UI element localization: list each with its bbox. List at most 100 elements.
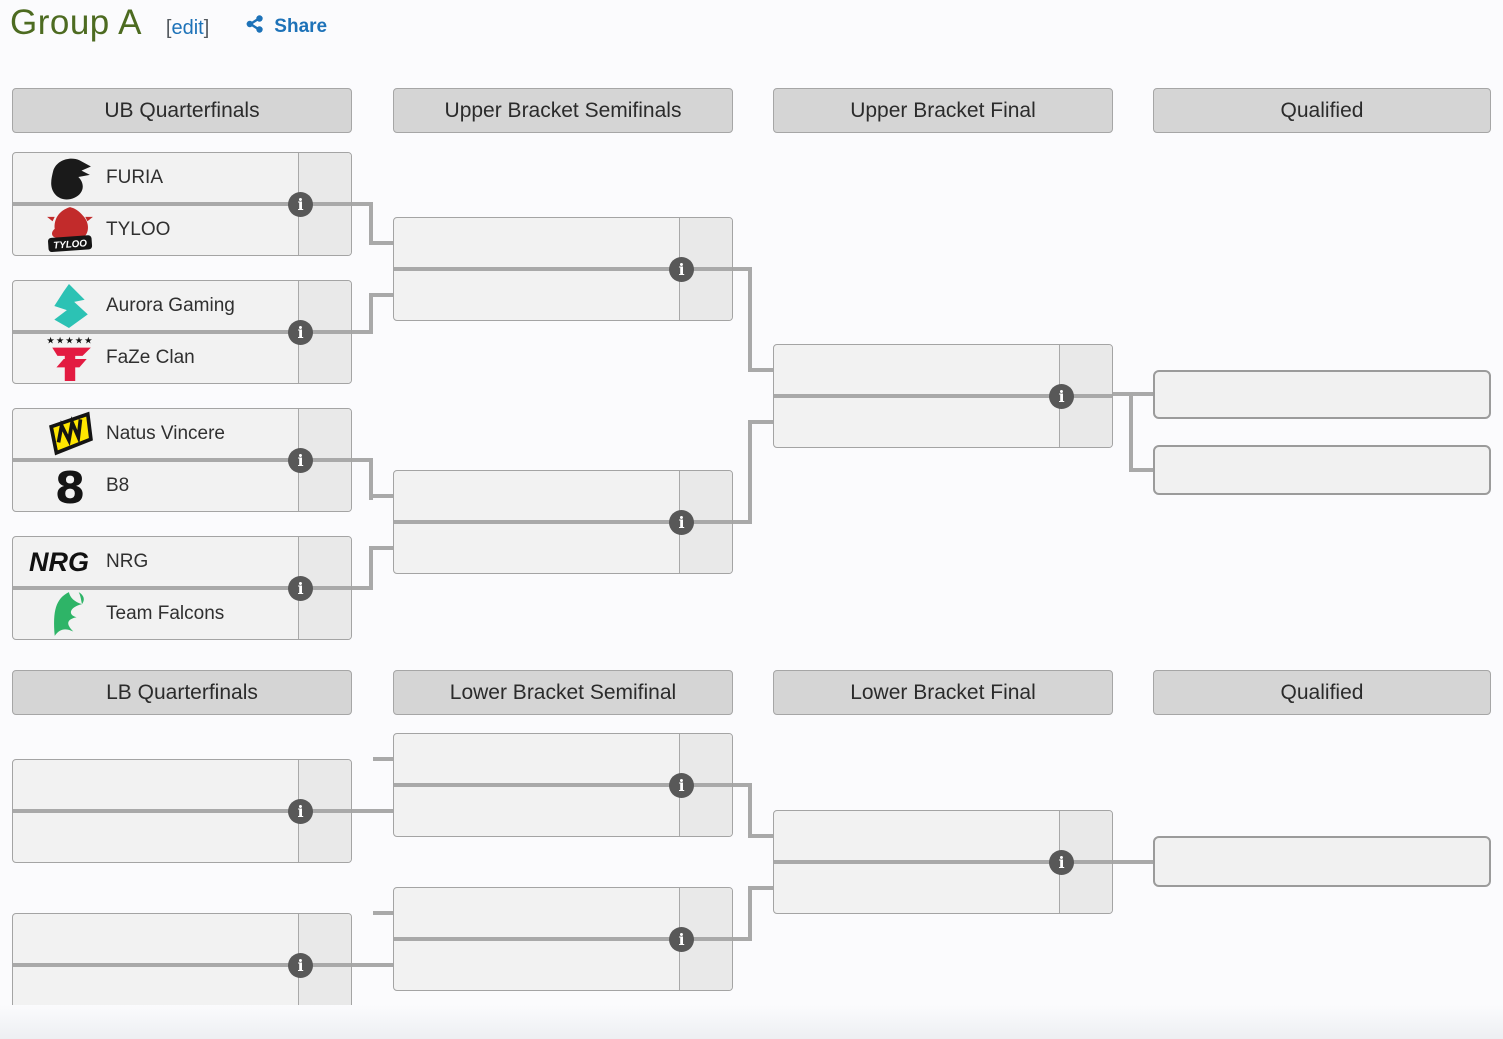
bracket-connector xyxy=(373,757,393,761)
bracket-connector xyxy=(748,886,752,941)
bracket-connector xyxy=(732,267,752,271)
bracket-connector xyxy=(748,368,773,372)
team-row xyxy=(394,888,682,938)
team-row: Natus Vincere xyxy=(13,409,301,459)
bracket-connector xyxy=(1129,468,1153,472)
team-name[interactable]: Natus Vincere xyxy=(106,423,225,444)
nrg-logo-icon[interactable]: NRG xyxy=(27,537,113,587)
match-lb-semifinal-2 xyxy=(393,887,733,991)
round-header-upper-2: Upper Bracket Final xyxy=(773,88,1113,133)
bracket-connector xyxy=(369,293,373,334)
team-row xyxy=(394,270,682,320)
bracket-connector xyxy=(352,586,373,590)
team-row xyxy=(774,811,1062,861)
info-icon[interactable]: i xyxy=(288,576,313,601)
bracket-connector xyxy=(748,783,752,838)
info-icon[interactable]: i xyxy=(669,257,694,282)
info-icon[interactable]: i xyxy=(288,953,313,978)
team-name[interactable]: Team Falcons xyxy=(106,603,225,624)
match-row-divider xyxy=(394,267,732,271)
team-row: ★★★★★FaZe Clan xyxy=(13,333,301,383)
bracket-connector xyxy=(352,202,373,206)
info-icon[interactable]: i xyxy=(288,448,313,473)
team-name[interactable]: FaZe Clan xyxy=(106,347,195,368)
bracket-connector xyxy=(748,267,752,372)
team-name[interactable]: TYLOO xyxy=(106,219,171,240)
match-row-divider xyxy=(774,394,1112,398)
bracket-connector xyxy=(748,834,773,838)
team-row: Team Falcons xyxy=(13,589,301,639)
match-row-divider xyxy=(13,202,351,206)
round-header-lower-3: Qualified xyxy=(1153,670,1491,715)
page-title: Group A xyxy=(10,3,142,42)
bracket-connector xyxy=(352,963,393,967)
bracket-connector xyxy=(748,420,752,524)
bracket-connector xyxy=(369,241,393,245)
team-row xyxy=(394,218,682,268)
round-header-upper-3: Qualified xyxy=(1153,88,1491,133)
info-icon[interactable]: i xyxy=(669,773,694,798)
info-icon[interactable]: i xyxy=(288,320,313,345)
bracket-connector xyxy=(352,809,393,813)
tyloo-logo-icon[interactable]: TYLOO xyxy=(27,205,113,255)
info-icon[interactable]: i xyxy=(288,799,313,824)
round-header-upper-0: UB Quarterfinals xyxy=(12,88,352,133)
team-name[interactable]: Aurora Gaming xyxy=(106,295,235,316)
bracket-connector xyxy=(373,911,393,915)
team-row xyxy=(13,914,301,964)
team-name[interactable]: B8 xyxy=(106,475,130,496)
team-row xyxy=(394,471,682,521)
navi-logo-icon[interactable] xyxy=(27,409,113,459)
match-row-divider xyxy=(13,330,351,334)
round-header-lower-2: Lower Bracket Final xyxy=(773,670,1113,715)
furia-logo-icon[interactable] xyxy=(27,153,113,203)
team-row xyxy=(13,760,301,810)
round-header-lower-0: LB Quarterfinals xyxy=(12,670,352,715)
edit-link[interactable]: [edit] xyxy=(165,17,210,39)
bracket-connector xyxy=(369,202,373,245)
bracket-connector xyxy=(748,420,773,424)
info-icon[interactable]: i xyxy=(669,927,694,952)
match-row-divider xyxy=(394,937,732,941)
match-row-divider xyxy=(13,458,351,462)
info-icon[interactable]: i xyxy=(669,510,694,535)
team-row xyxy=(394,940,682,990)
bracket-connector xyxy=(352,330,373,334)
b8-logo-icon[interactable]: 8 xyxy=(27,461,113,511)
svg-text:TYLOO: TYLOO xyxy=(53,238,88,251)
team-name[interactable]: NRG xyxy=(106,551,149,572)
bracket-connector xyxy=(369,494,393,498)
info-icon[interactable]: i xyxy=(1049,850,1074,875)
share-button[interactable]: Share xyxy=(245,14,327,40)
bracket-connector xyxy=(369,458,373,500)
bracket-connector xyxy=(732,783,752,787)
bracket-connector xyxy=(732,520,752,524)
svg-text:NRG: NRG xyxy=(29,547,89,577)
qualified-upper-2 xyxy=(1153,445,1491,495)
match-row-divider xyxy=(774,860,1112,864)
info-icon[interactable]: i xyxy=(1049,384,1074,409)
bracket-connector xyxy=(369,293,393,297)
aurora-logo-icon[interactable] xyxy=(27,281,113,331)
page-bottom-fade xyxy=(0,1005,1503,1039)
team-row xyxy=(394,734,682,784)
bracket-connector xyxy=(352,458,373,462)
bracket-connector xyxy=(1112,860,1153,864)
bracket-connector xyxy=(732,937,752,941)
team-row: Aurora Gaming xyxy=(13,281,301,331)
qualified-lower-1 xyxy=(1153,836,1491,887)
match-row-divider xyxy=(394,520,732,524)
team-name[interactable]: FURIA xyxy=(106,167,163,188)
team-row xyxy=(394,523,682,573)
match-ub-quarterfinal-1: FURIA TYLOO TYLOO xyxy=(12,152,352,256)
team-row xyxy=(394,786,682,836)
team-row xyxy=(774,397,1062,447)
falcons-logo-icon[interactable] xyxy=(27,589,113,639)
info-icon[interactable]: i xyxy=(288,192,313,217)
bracket-connector xyxy=(1129,392,1133,472)
faze-logo-icon[interactable]: ★★★★★ xyxy=(27,333,113,383)
match-row-divider xyxy=(13,586,351,590)
qualified-upper-1 xyxy=(1153,370,1491,419)
